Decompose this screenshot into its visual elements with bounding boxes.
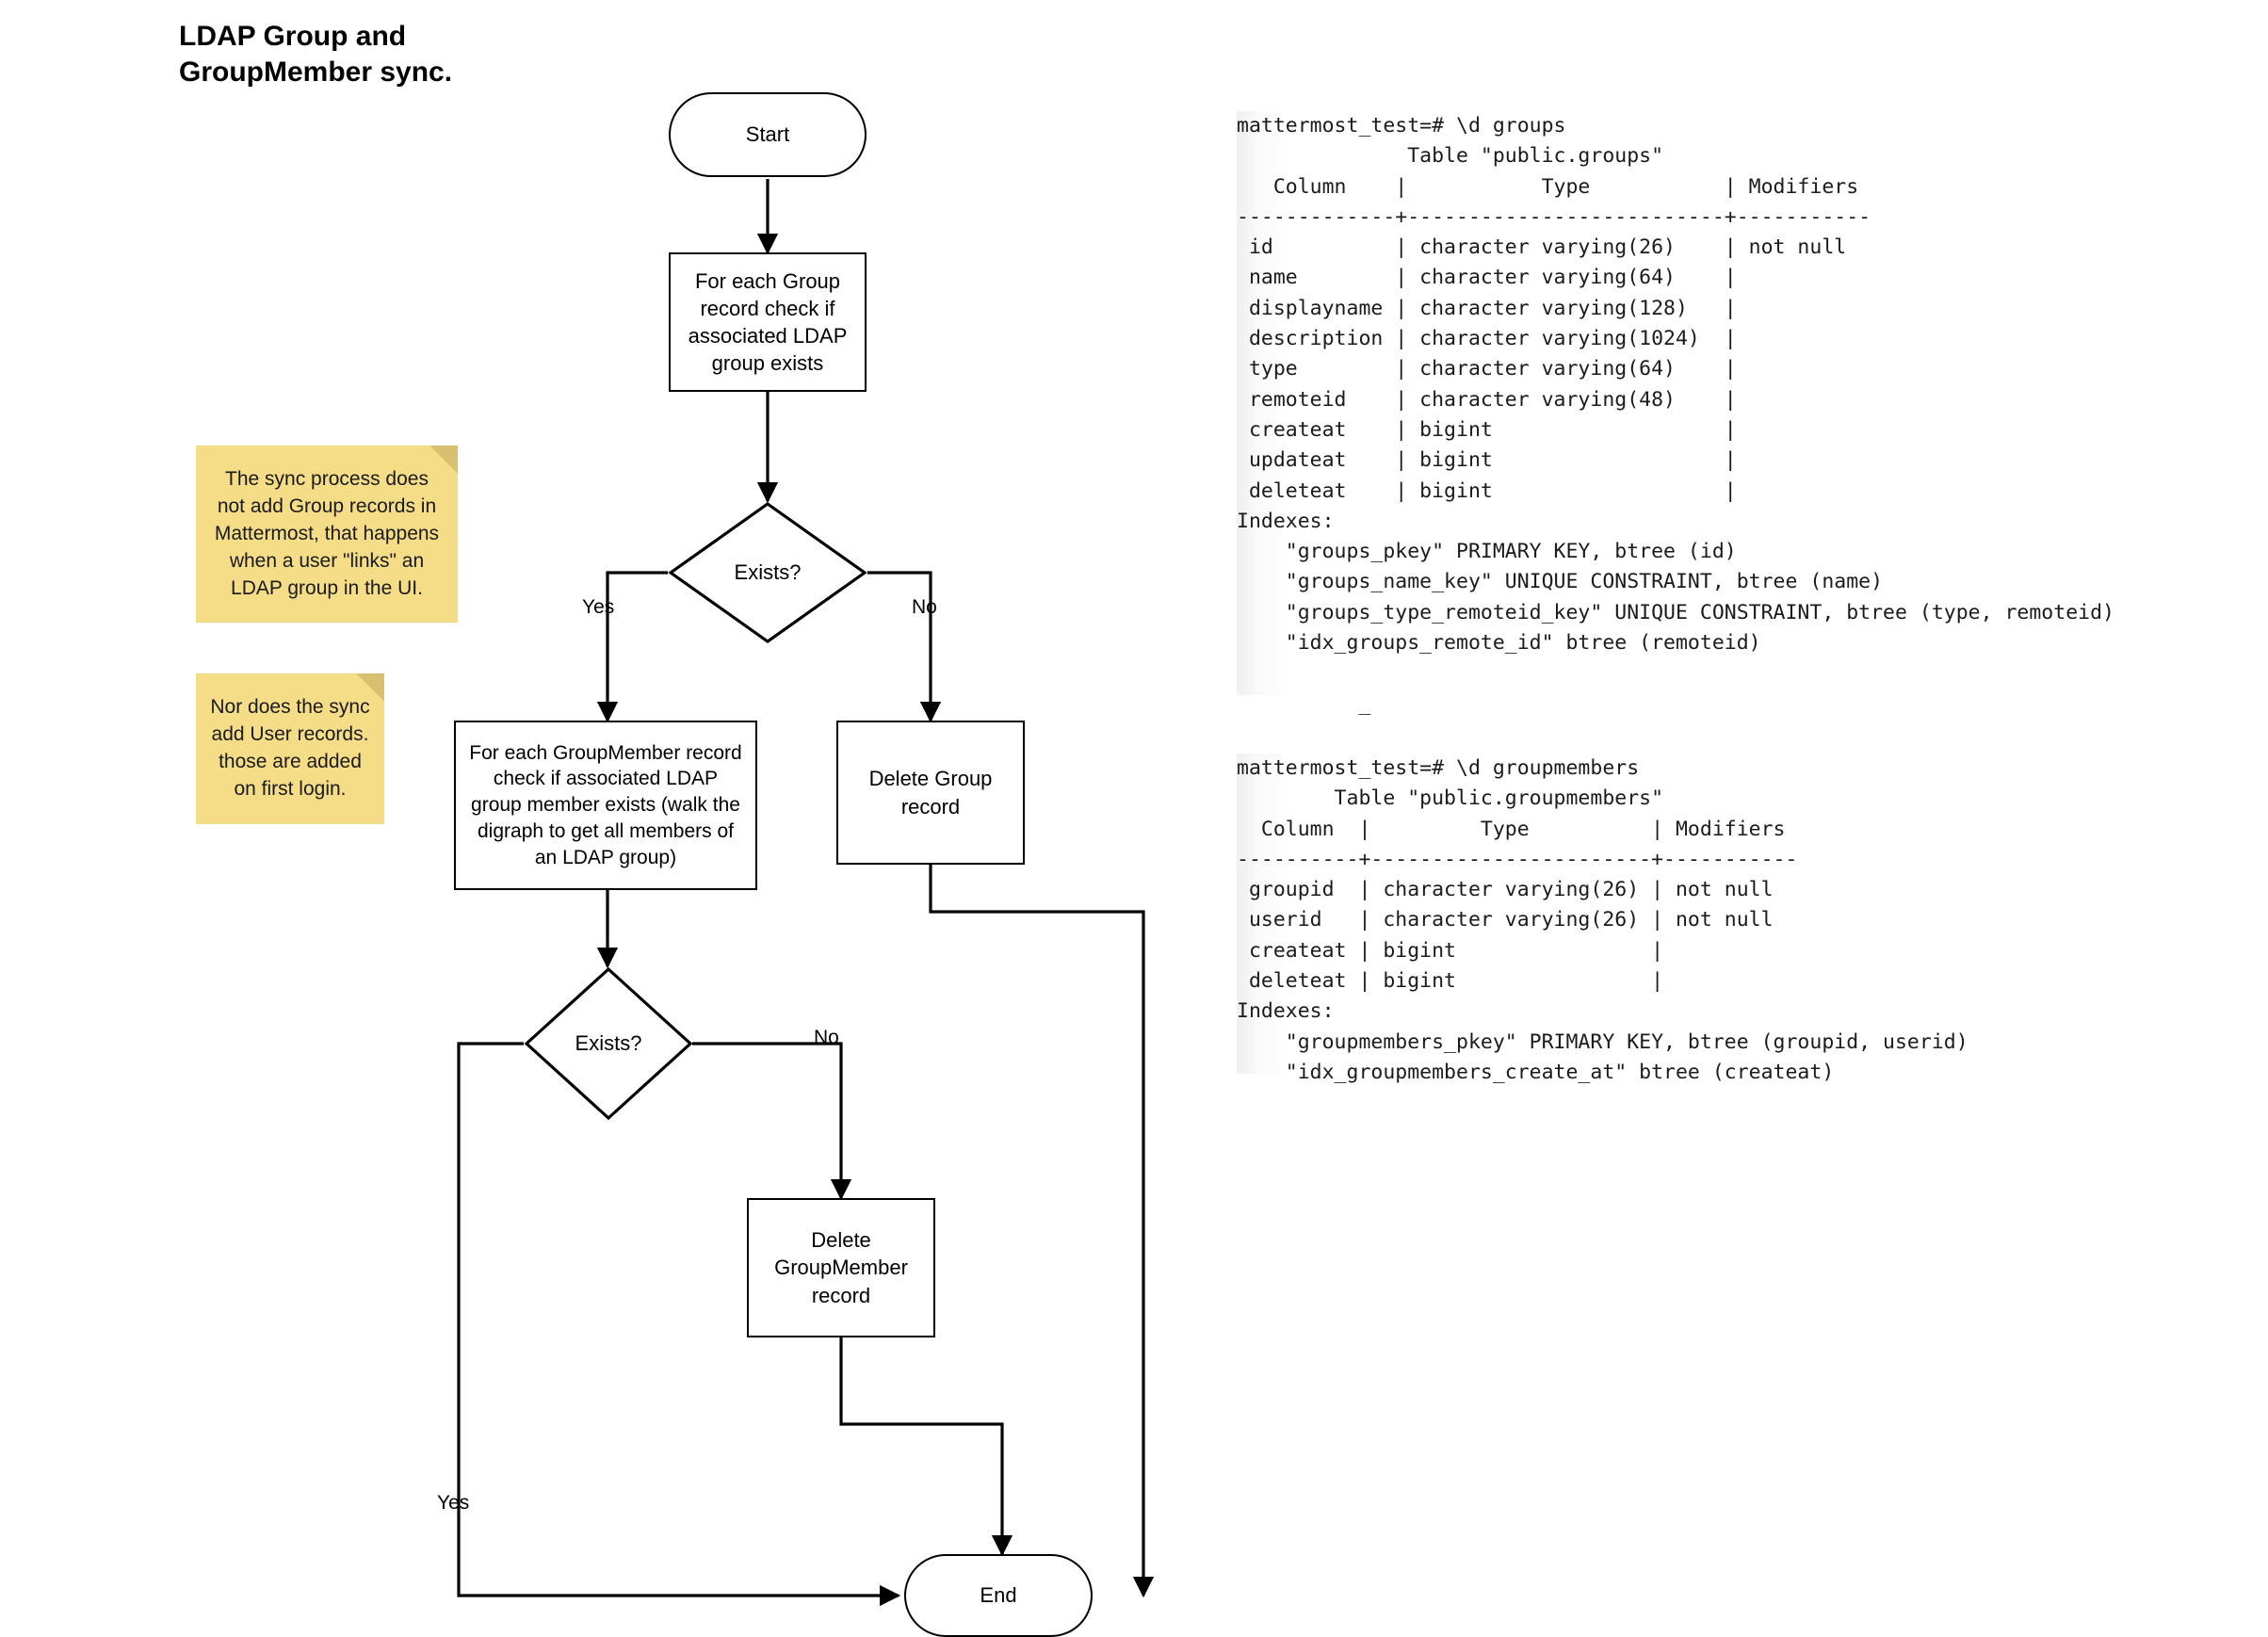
edge-decision1-yes — [596, 571, 668, 723]
node-end-label: End — [980, 1583, 1017, 1608]
node-for-each-groupmember[interactable]: For each GroupMember record check if ass… — [454, 721, 757, 890]
note-sync-no-user-records-text: Nor does the sync add User records. thos… — [210, 696, 370, 800]
edge-deletegroupmember-to-end — [839, 1337, 1013, 1557]
node-decision-exists-group-label: Exists? — [734, 560, 802, 584]
edge-label-decision2-yes: Yes — [437, 1492, 470, 1514]
node-for-each-group-label: For each Group record check if associate… — [688, 268, 848, 376]
edge-decision1-no — [867, 571, 942, 723]
node-delete-groupmember-record[interactable]: Delete GroupMember record — [747, 1198, 935, 1337]
node-for-each-group[interactable]: For each Group record check if associate… — [669, 252, 867, 392]
edge-label-decision1-no: No — [912, 596, 937, 618]
node-start[interactable]: Start — [669, 92, 867, 177]
note-sync-no-group-records-text: The sync process does not add Group reco… — [214, 468, 440, 599]
note-sync-no-group-records: The sync process does not add Group reco… — [196, 446, 458, 623]
terminal-groupmembers-table: mattermost_test=# \d groupmembers Table … — [1237, 754, 2188, 1084]
node-delete-groupmember-record-label: Delete GroupMember record — [774, 1228, 908, 1307]
node-for-each-groupmember-label: For each GroupMember record check if ass… — [469, 741, 742, 868]
diamond-shape — [524, 966, 693, 1121]
node-decision-exists-groupmember-label: Exists? — [575, 1031, 642, 1055]
edge-decision2-yes — [457, 1042, 901, 1607]
node-delete-group-record[interactable]: Delete Group record — [836, 721, 1025, 865]
node-delete-group-record-label: Delete Group record — [868, 767, 993, 818]
note-sync-no-user-records: Nor does the sync add User records. thos… — [196, 673, 384, 824]
node-start-label: Start — [745, 122, 790, 147]
edge-label-decision1-yes: Yes — [582, 596, 615, 618]
terminal-groups-table: mattermost_test=# \d groups Table "publi… — [1237, 111, 2188, 716]
diamond-shape — [668, 502, 867, 643]
node-decision-exists-group[interactable]: Exists? — [668, 501, 867, 644]
edge-decision2-no — [692, 1042, 852, 1201]
edge-label-decision2-no: No — [814, 1027, 839, 1048]
node-end[interactable]: End — [904, 1554, 1093, 1637]
edge-deletegroup-to-end — [929, 865, 1155, 1598]
page-title: LDAP Group and GroupMember sync. — [179, 21, 453, 89]
node-decision-exists-groupmember[interactable]: Exists? — [524, 966, 693, 1121]
